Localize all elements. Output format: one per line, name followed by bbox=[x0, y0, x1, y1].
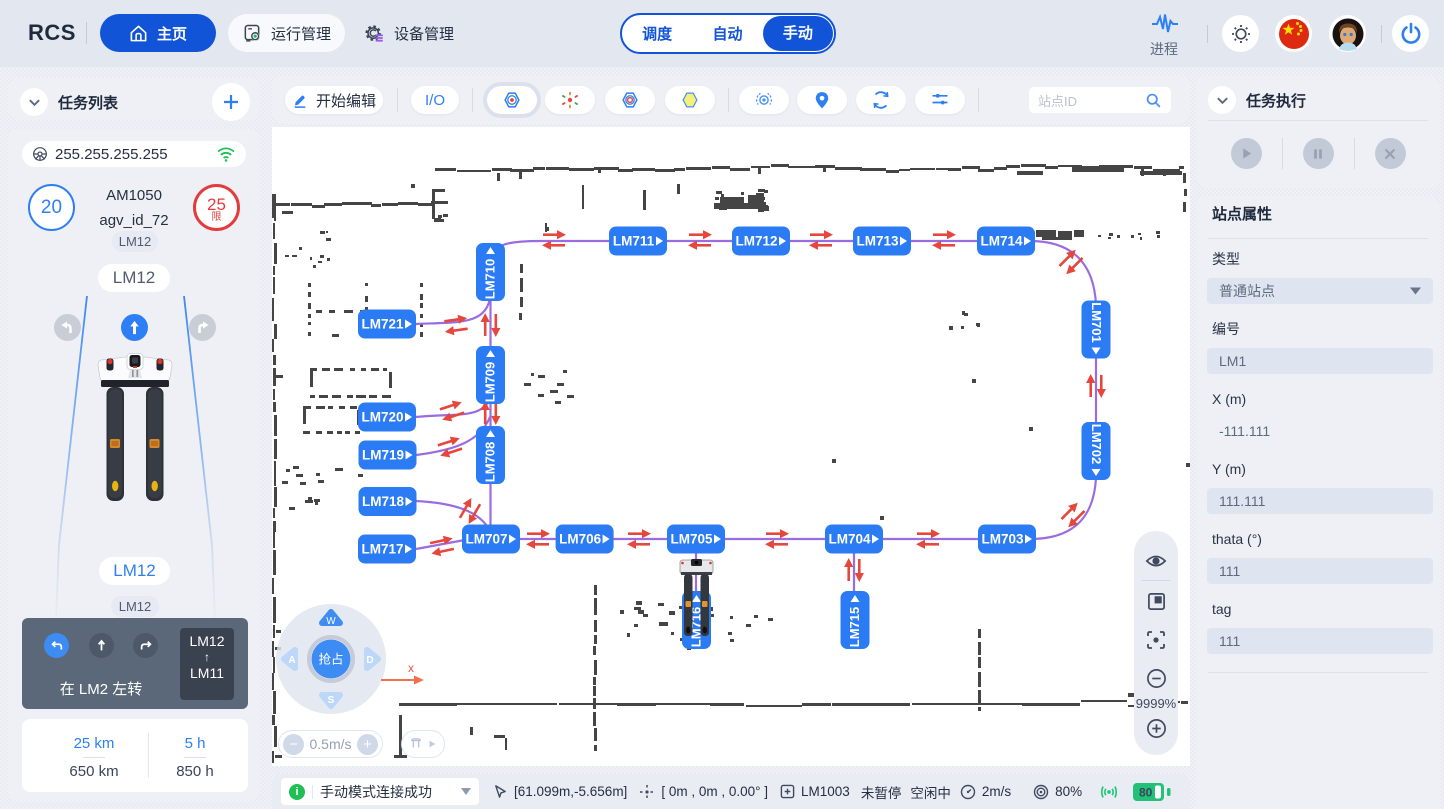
svg-text:LM717: LM717 bbox=[361, 542, 403, 557]
svg-text:LM718: LM718 bbox=[362, 494, 405, 509]
svg-text:抢占: 抢占 bbox=[318, 652, 343, 667]
svg-text:A: A bbox=[288, 655, 295, 666]
svg-text:LM712: LM712 bbox=[735, 234, 777, 249]
svg-text:D: D bbox=[366, 655, 373, 666]
svg-text:S: S bbox=[328, 695, 335, 706]
svg-text:80: 80 bbox=[1139, 785, 1153, 799]
svg-text:LM707: LM707 bbox=[465, 532, 507, 547]
svg-text:LM704: LM704 bbox=[828, 532, 871, 547]
svg-text:LM708: LM708 bbox=[483, 442, 498, 482]
svg-text:LM705: LM705 bbox=[670, 532, 713, 547]
svg-text:LM721: LM721 bbox=[361, 317, 404, 332]
svg-text:LM711: LM711 bbox=[613, 234, 655, 249]
svg-text:LM713: LM713 bbox=[856, 234, 899, 249]
svg-text:LM701: LM701 bbox=[1089, 302, 1104, 342]
svg-text:LM714: LM714 bbox=[980, 234, 1023, 249]
svg-text:LM703: LM703 bbox=[981, 532, 1024, 547]
svg-text:LM710: LM710 bbox=[483, 259, 498, 299]
svg-text:LM720: LM720 bbox=[361, 410, 403, 425]
svg-text:W: W bbox=[326, 616, 336, 627]
svg-text:x: x bbox=[408, 661, 414, 675]
svg-text:LM715: LM715 bbox=[847, 607, 862, 647]
svg-text:LM702: LM702 bbox=[1089, 424, 1104, 464]
svg-text:LM719: LM719 bbox=[362, 448, 404, 463]
svg-text:LM709: LM709 bbox=[483, 362, 498, 402]
svg-text:LM706: LM706 bbox=[559, 532, 602, 547]
